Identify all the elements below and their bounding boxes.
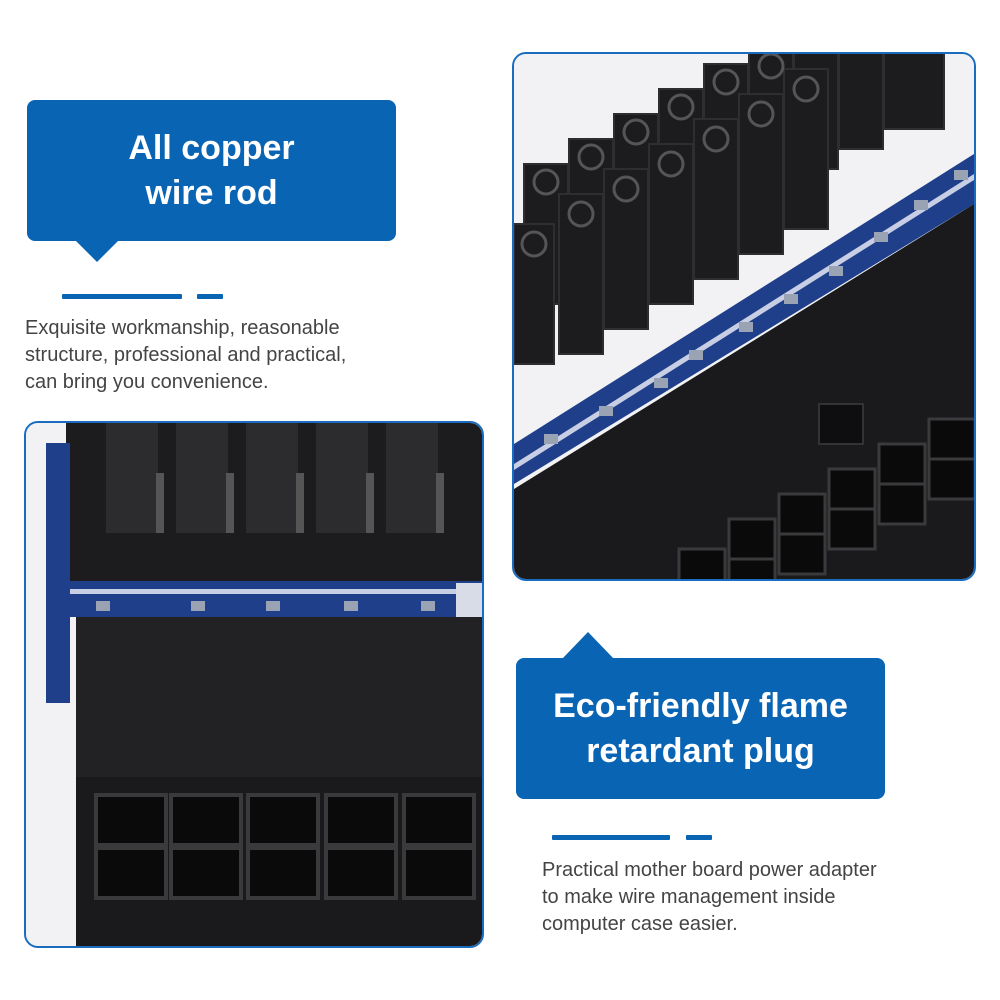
product-photo-front bbox=[24, 421, 484, 948]
description-line: Exquisite workmanship, reasonable bbox=[25, 317, 340, 339]
feature-title-line: wire rod bbox=[145, 173, 278, 212]
divider-short bbox=[197, 294, 223, 299]
feature-description-plug: Practical mother board power adapter to … bbox=[542, 857, 962, 938]
feature-callout-copper: All copper wire rod bbox=[27, 100, 396, 241]
divider-long bbox=[62, 294, 182, 299]
feature-callout-plug: Eco-friendly flame retardant plug bbox=[516, 658, 885, 799]
divider-long bbox=[552, 835, 670, 840]
callout-pointer bbox=[75, 240, 119, 262]
feature-title-line: All copper bbox=[128, 129, 295, 168]
feature-title-line: Eco-friendly flame bbox=[553, 687, 848, 726]
divider-short bbox=[686, 835, 712, 840]
description-line: computer case easier. bbox=[542, 913, 738, 935]
description-line: can bring you convenience. bbox=[25, 371, 269, 393]
product-photo-angled bbox=[512, 52, 976, 581]
callout-pointer bbox=[562, 632, 614, 659]
description-line: to make wire management inside bbox=[542, 886, 836, 908]
feature-description-copper: Exquisite workmanship, reasonable struct… bbox=[25, 315, 425, 396]
feature-title-line: retardant plug bbox=[586, 731, 815, 770]
description-line: Practical mother board power adapter bbox=[542, 859, 877, 881]
description-line: structure, professional and practical, bbox=[25, 344, 347, 366]
